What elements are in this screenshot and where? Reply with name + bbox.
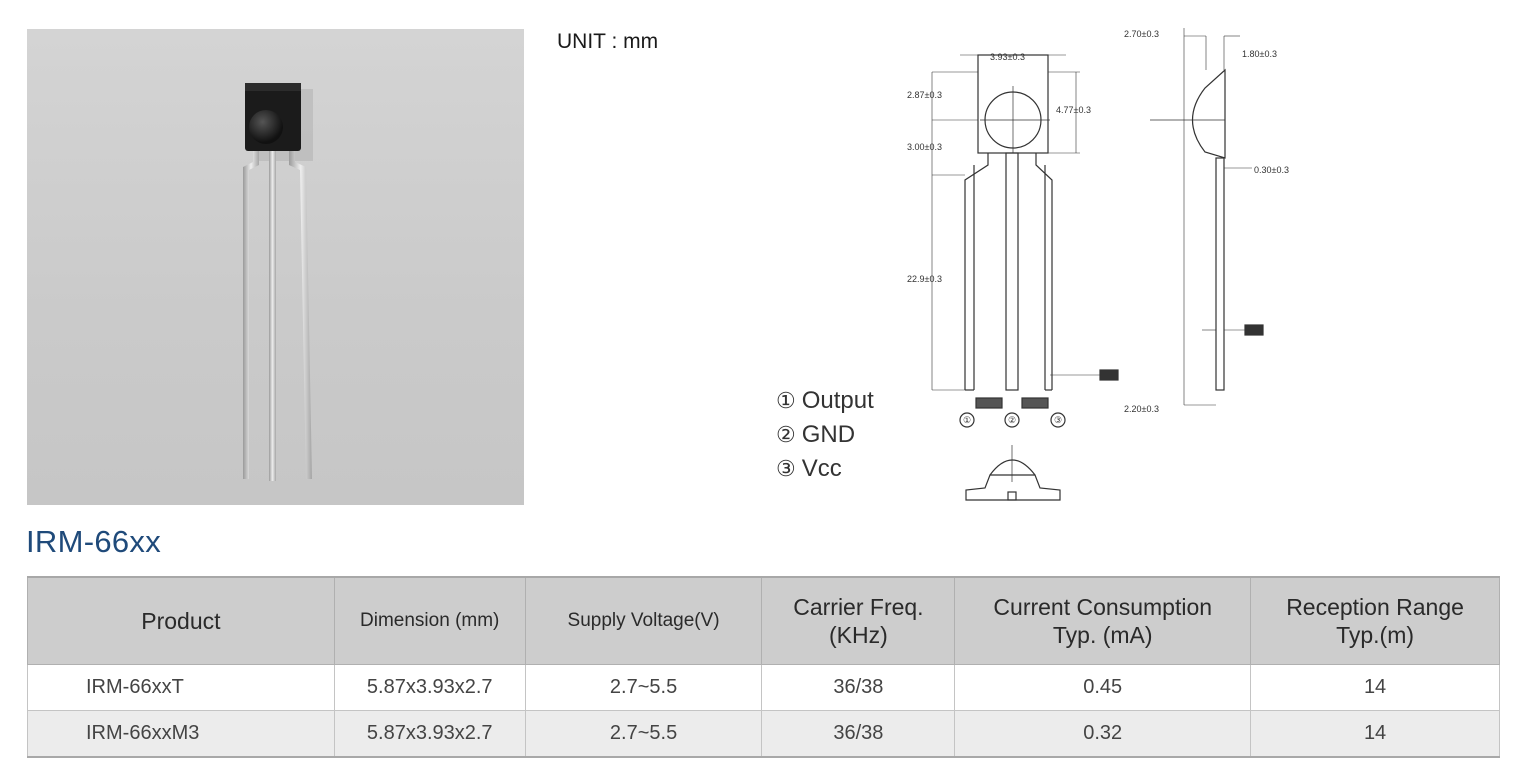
dimension-drawing: 3.93±0.3 2.87±0.3 4.77±0.3 3.00±0.3 22.9… <box>907 28 1289 501</box>
cell-carrier-freq: 36/38 <box>761 710 956 758</box>
dim-lead-length: 22.9±0.3 <box>907 274 942 284</box>
dim-side-depth: 1.80±0.3 <box>1242 49 1277 59</box>
header-carrier-freq: Carrier Freq.(KHz) <box>761 576 956 665</box>
pin-number: ② <box>776 422 796 447</box>
header-dimension: Dimension (mm) <box>333 576 526 665</box>
pin-marker-2: ② <box>1008 415 1016 425</box>
cell-product: IRM-66xxT <box>27 664 335 711</box>
dim-body-height: 4.77±0.3 <box>1056 105 1091 115</box>
header-product: Product <box>27 576 335 665</box>
product-title: IRM-66xx <box>26 524 162 559</box>
pin-marker-3: ③ <box>1054 415 1062 425</box>
unit-label: UNIT : mm <box>557 30 659 53</box>
cell-dimension: 5.87x3.93x2.7 <box>333 664 526 711</box>
pin-number: ① <box>776 388 796 413</box>
pin-number: ③ <box>776 456 796 481</box>
cell-carrier-freq: 36/38 <box>761 664 956 711</box>
cell-product: IRM-66xxM3 <box>27 710 335 758</box>
dim-shoulder: 3.00±0.3 <box>907 142 942 152</box>
header-supply-voltage: Supply Voltage(V) <box>524 576 763 665</box>
cell-reception-range: 14 <box>1250 664 1500 711</box>
dim-side-top: 2.70±0.3 <box>1124 29 1159 39</box>
table-row: IRM-66xxT 5.87x3.93x2.7 2.7~5.5 36/38 0.… <box>27 664 1500 711</box>
ir-receiver-image <box>243 83 313 481</box>
cell-reception-range: 14 <box>1250 710 1500 758</box>
pin-marker-1: ① <box>963 415 971 425</box>
dim-side-lead: 0.30±0.3 <box>1254 165 1289 175</box>
cell-current-consumption: 0.45 <box>954 664 1252 711</box>
cell-supply-voltage: 2.7~5.5 <box>524 664 763 711</box>
table-header-row: Product Dimension (mm) Supply Voltage(V)… <box>27 576 1500 665</box>
pin-label: GND <box>801 421 856 448</box>
pin-label: Output <box>801 387 874 414</box>
cell-current-consumption: 0.32 <box>954 710 1252 758</box>
cell-supply-voltage: 2.7~5.5 <box>524 710 763 758</box>
dim-upper-height: 2.87±0.3 <box>907 90 942 100</box>
cell-dimension: 5.87x3.93x2.7 <box>333 710 526 758</box>
dim-side-bottom: 2.20±0.3 <box>1124 404 1159 414</box>
dim-front-width: 3.93±0.3 <box>990 52 1025 62</box>
product-photo <box>27 29 524 505</box>
pin-label: Vcc <box>801 455 842 482</box>
table-row: IRM-66xxM3 5.87x3.93x2.7 2.7~5.5 36/38 0… <box>27 710 1500 758</box>
spec-table: Product Dimension (mm) Supply Voltage(V)… <box>27 576 1500 758</box>
